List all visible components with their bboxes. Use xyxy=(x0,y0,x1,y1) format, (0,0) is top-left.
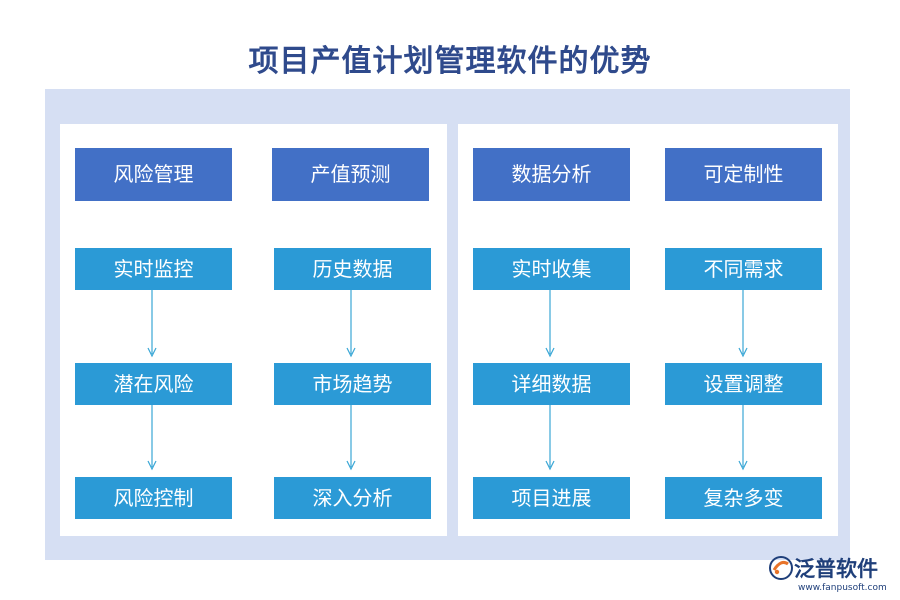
brand-logo: 泛普软件 www.fanpusoft.com xyxy=(768,553,898,599)
step-box: 市场趋势 xyxy=(274,363,431,405)
step-box: 历史数据 xyxy=(274,248,431,290)
down-arrow-icon xyxy=(738,405,748,471)
step-box: 实时收集 xyxy=(473,248,630,290)
step-box: 设置调整 xyxy=(665,363,822,405)
brand-url: www.fanpusoft.com xyxy=(798,583,887,593)
column-header-customizability: 可定制性 xyxy=(665,148,822,201)
down-arrow-icon xyxy=(738,290,748,358)
column-header-risk-management: 风险管理 xyxy=(75,148,232,201)
down-arrow-icon xyxy=(346,290,356,358)
step-box: 详细数据 xyxy=(473,363,630,405)
step-box: 实时监控 xyxy=(75,248,232,290)
step-box: 潜在风险 xyxy=(75,363,232,405)
down-arrow-icon xyxy=(545,405,555,471)
step-box: 风险控制 xyxy=(75,477,232,519)
right-panel: 数据分析 实时收集 详细数据 项目进展 可定制性 不同需求 设置调整 复杂多变 xyxy=(458,124,838,536)
column-header-data-analysis: 数据分析 xyxy=(473,148,630,201)
step-box: 复杂多变 xyxy=(665,477,822,519)
step-box: 深入分析 xyxy=(274,477,431,519)
page-title: 项目产值计划管理软件的优势 xyxy=(248,44,652,79)
brand-logo-icon xyxy=(769,556,793,580)
column-header-output-forecast: 产值预测 xyxy=(272,148,429,201)
down-arrow-icon xyxy=(147,405,157,471)
down-arrow-icon xyxy=(346,405,356,471)
step-box: 不同需求 xyxy=(665,248,822,290)
down-arrow-icon xyxy=(147,290,157,358)
down-arrow-icon xyxy=(545,290,555,358)
step-box: 项目进展 xyxy=(473,477,630,519)
brand-name: 泛普软件 xyxy=(794,557,878,581)
diagram-frame: 风险管理 实时监控 潜在风险 风险控制 产值预测 历史数据 市场趋势 深入分析 … xyxy=(45,89,850,560)
left-panel: 风险管理 实时监控 潜在风险 风险控制 产值预测 历史数据 市场趋势 深入分析 xyxy=(60,124,447,536)
